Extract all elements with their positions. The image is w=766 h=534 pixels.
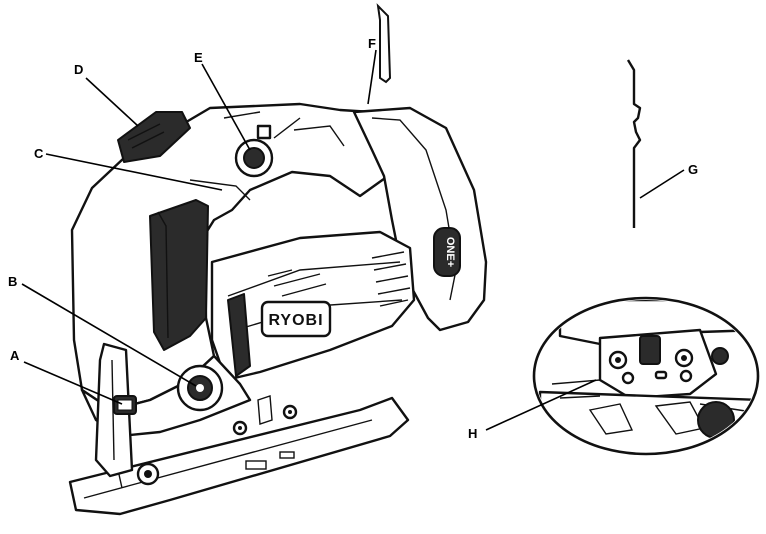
- brand-text: RYOBI: [268, 312, 323, 329]
- led-light: [114, 396, 136, 414]
- callout-line-d: [86, 78, 138, 126]
- callout-label-e: E: [194, 50, 203, 65]
- callout-label-b: B: [8, 274, 17, 289]
- callout-label-a: A: [10, 348, 20, 363]
- battery-badge-text: ONE+: [444, 237, 456, 267]
- callout-label-c: C: [34, 146, 44, 161]
- callout-label-d: D: [74, 62, 83, 77]
- callout-line-g: [640, 170, 684, 198]
- detail-inset: [534, 298, 760, 470]
- blade-drawing: [628, 60, 640, 228]
- hex-key: [378, 6, 390, 82]
- callout-label-h: H: [468, 426, 477, 441]
- battery-badge: ONE+: [434, 228, 460, 276]
- callout-line-f: [368, 50, 376, 104]
- jigsaw-illustration: ONE+ RYOBI: [70, 6, 486, 514]
- orbital-knob: [178, 366, 222, 410]
- brand-plate: RYOBI: [262, 302, 330, 336]
- callout-label-f: F: [368, 36, 376, 51]
- callout-label-g: G: [688, 162, 698, 177]
